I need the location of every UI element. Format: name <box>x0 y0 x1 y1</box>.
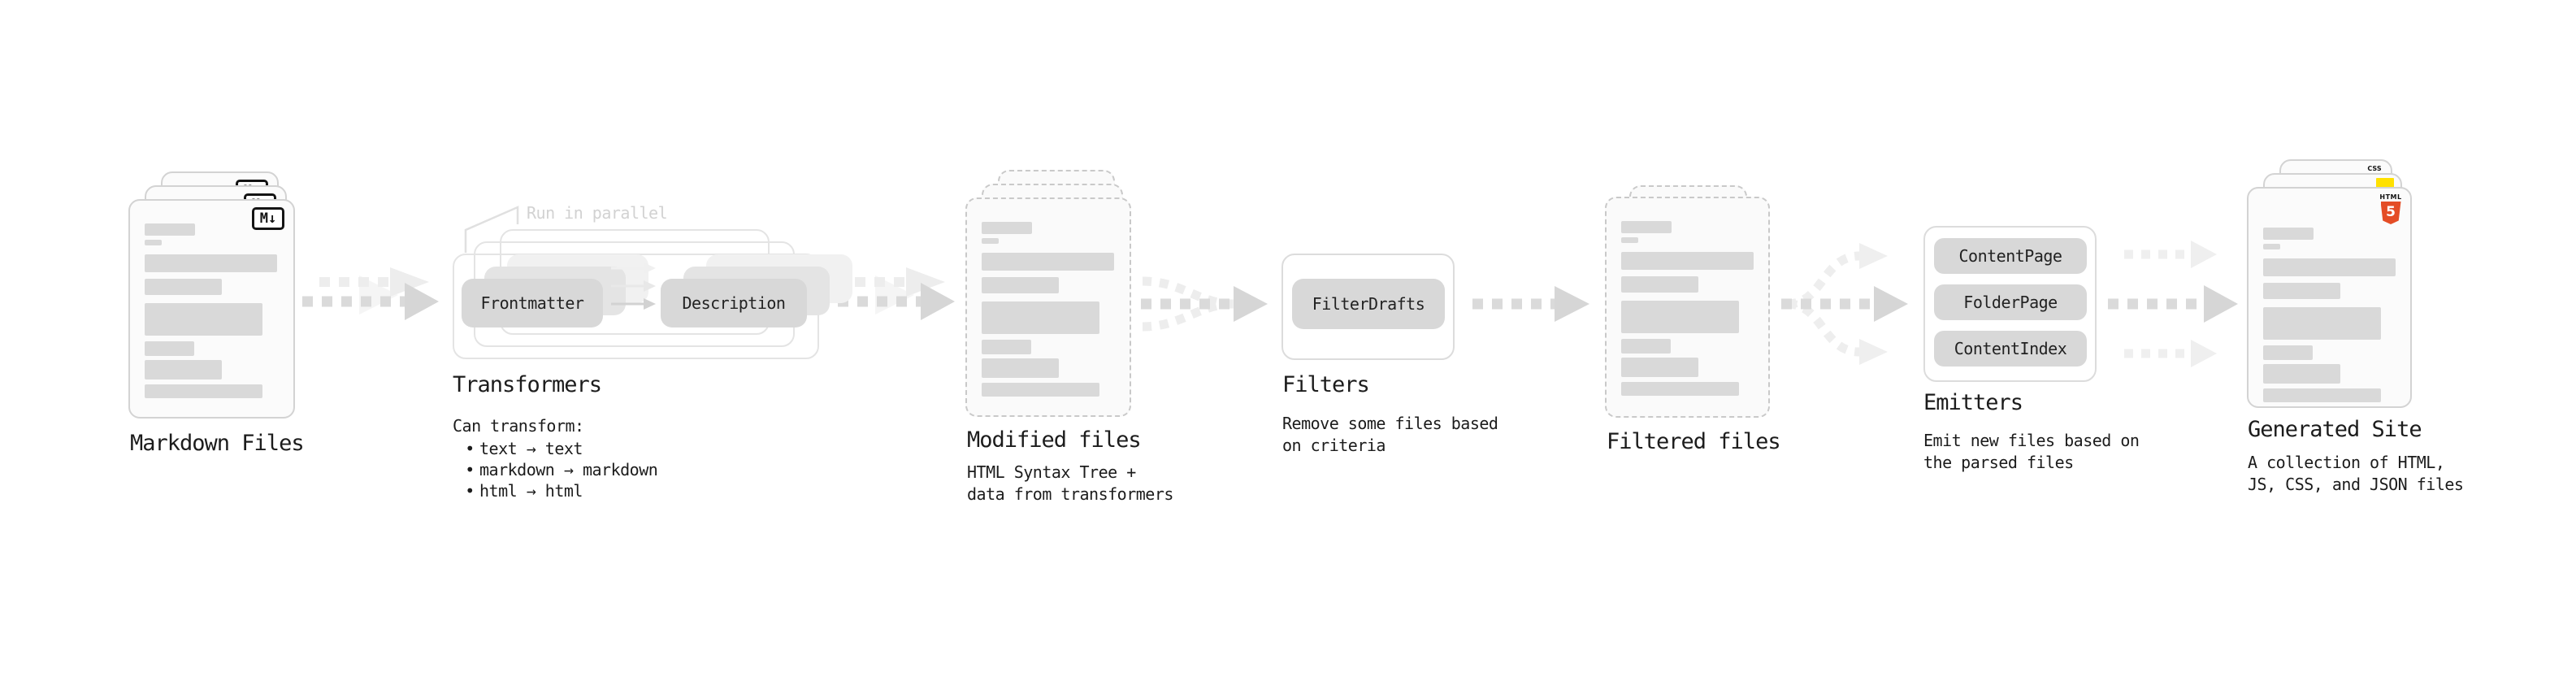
filtered-files-label: Filtered files <box>1607 429 1781 454</box>
transformer-pill-frontmatter-middle <box>484 267 626 315</box>
modified-files-desc: HTML Syntax Tree + data from transformer… <box>967 462 1173 504</box>
transformers-desc-heading: Can transform: <box>453 416 584 436</box>
markdown-file-card: M↓ <box>128 199 295 419</box>
list-item: •text → text <box>465 439 583 458</box>
doc-content-bars <box>145 223 279 398</box>
doc-content-bars <box>1621 221 1754 396</box>
emitter-pill-contentpage: ContentPage <box>1934 238 2087 274</box>
doc-content-bars <box>2263 228 2396 402</box>
markdown-logo-icon: M↓ <box>236 180 268 202</box>
list-item: •html → html <box>465 481 583 501</box>
markdown-file-card-back: M↓ <box>161 171 279 391</box>
css-file-badge: CSS <box>2366 165 2383 176</box>
run-in-parallel-note: Run in parallel <box>527 203 668 223</box>
arrow-transformers-to-modified <box>818 267 955 320</box>
filters-panel <box>1281 254 1455 360</box>
doc-content-bars <box>982 222 1115 397</box>
emitter-pill-contentindex: ContentIndex <box>1934 331 2087 367</box>
js-file-badge <box>2376 178 2394 189</box>
transformers-capability-list: •text → text •markdown → markdown •html … <box>460 438 658 501</box>
generated-file-card-css: CSS <box>2279 159 2392 379</box>
transformer-pill-description-middle <box>683 267 830 315</box>
run-in-parallel-connector <box>464 206 519 253</box>
emitters-desc: Emit new files based on the parsed files <box>1923 431 2140 472</box>
arrows-emitters-to-generated <box>2108 241 2238 367</box>
transformers-title: Transformers <box>453 372 602 397</box>
modified-file-card-back <box>998 170 1115 389</box>
filtered-file-card-back <box>1629 185 1747 405</box>
filter-pill-filterdrafts: FilterDrafts <box>1292 279 1445 329</box>
emitter-pill-folderpage: FolderPage <box>1934 284 2087 320</box>
emitters-title: Emitters <box>1923 390 2023 415</box>
arrow-split-filtered-to-emitters <box>1781 243 1908 365</box>
transformer-box-front <box>453 254 819 359</box>
filtered-file-card <box>1605 197 1770 418</box>
modified-files-label: Modified files <box>967 427 1142 453</box>
filters-desc: Remove some files based on criteria <box>1282 414 1498 455</box>
filters-title: Filters <box>1282 372 1370 397</box>
generated-file-card-html: HTML 5 <box>2247 187 2412 408</box>
generated-file-card-js <box>2263 173 2402 393</box>
transformer-box-back <box>500 229 770 335</box>
modified-file-card-middle <box>982 184 1123 403</box>
generated-site-label: Generated Site <box>2248 417 2422 442</box>
generated-site-desc: A collection of HTML, JS, CSS, and JSON … <box>2248 453 2464 494</box>
arrow-markdown-to-transformers <box>302 267 439 320</box>
transform-flow-arrows-icon <box>611 262 656 310</box>
emitters-panel <box>1923 226 2097 382</box>
css-underline <box>2366 173 2383 176</box>
arrow-filters-to-filtered <box>1472 286 1589 322</box>
html5-logo: HTML 5 <box>2379 193 2402 224</box>
markdown-files-label: Markdown Files <box>130 431 305 456</box>
arrow-merge-modified-to-filters <box>1141 276 1268 332</box>
transformer-box-middle <box>474 241 795 347</box>
transformer-pill-frontmatter-back <box>507 254 648 303</box>
markdown-logo-icon: M↓ <box>244 193 276 216</box>
list-item: •markdown → markdown <box>465 460 658 479</box>
html5-shield-icon: 5 <box>2380 202 2401 224</box>
transformer-pill-frontmatter: Frontmatter <box>462 279 603 327</box>
transformer-pill-description: Description <box>661 279 807 327</box>
markdown-logo-icon: M↓ <box>252 207 284 230</box>
modified-file-card <box>965 197 1131 417</box>
markdown-file-card-middle: M↓ <box>145 185 287 405</box>
